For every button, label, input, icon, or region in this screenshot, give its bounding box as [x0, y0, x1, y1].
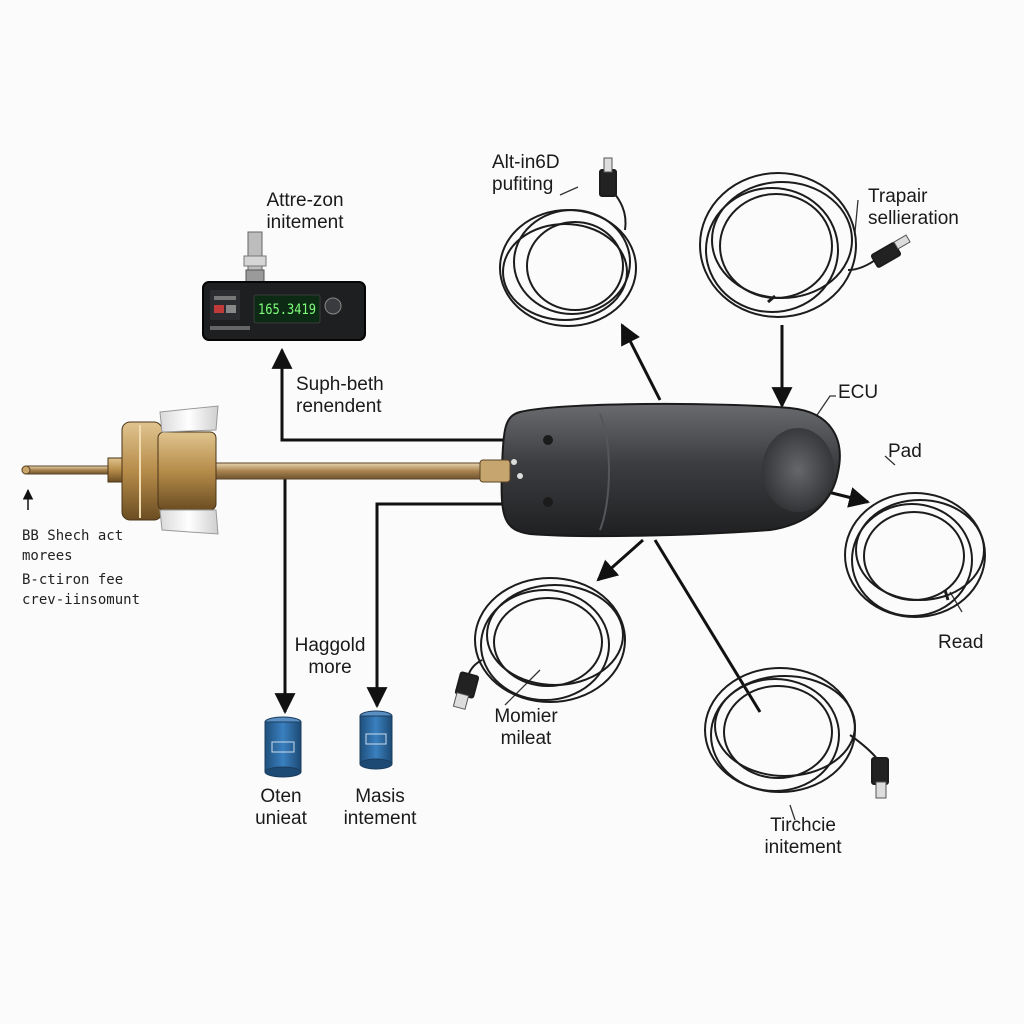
- label-trapair: Trapair sellieration: [868, 186, 959, 230]
- cable-alt-in6d: [499, 157, 637, 327]
- arrow-to-alt-cable: [620, 323, 662, 401]
- meter-display-value: 165.3419: [258, 302, 316, 318]
- label-haggold-line2: more: [308, 657, 352, 678]
- label-pad: Pad: [888, 441, 922, 462]
- injector-assembly: [21, 405, 511, 535]
- label-bb-shech-line2: morees: [22, 548, 73, 564]
- label-attre-zon-line1: Attre-zon: [266, 190, 344, 211]
- label-oten: Oten unieat: [236, 786, 326, 830]
- line-ecu-to-tirchcie: [653, 539, 762, 713]
- label-haggold: Haggold more: [280, 635, 380, 679]
- meter-device: 165.3419: [202, 231, 366, 341]
- label-oten-line2: unieat: [255, 808, 307, 829]
- label-attre-zon: Attre-zon initement: [250, 190, 360, 234]
- label-suph-beth: Suph-beth renendent: [296, 374, 384, 418]
- label-b-ctiron-line1: B-ctiron fee: [22, 572, 124, 588]
- label-tirchcie-line1: Tirchcie: [770, 815, 836, 836]
- capacitor-oten: [264, 716, 302, 778]
- label-oten-line1: Oten: [260, 786, 302, 807]
- label-trapair-line1: Trapair: [868, 186, 928, 207]
- label-masis: Masis intement: [330, 786, 430, 830]
- cable-trapair: [699, 172, 911, 318]
- label-alt-in6d-line2: pufiting: [492, 174, 554, 195]
- label-read: Read: [938, 632, 984, 653]
- label-trapair-line2: sellieration: [868, 208, 959, 229]
- label-masis-line2: intement: [343, 808, 417, 829]
- label-attre-zon-line2: initement: [266, 212, 344, 233]
- label-momier-line1: Momier: [494, 706, 558, 727]
- label-b-ctiron-line2: crev-iinsomunt: [22, 592, 141, 608]
- label-bb-shech: BB Shech act morees: [22, 526, 123, 566]
- label-b-ctiron: B-ctiron fee crev-iinsomunt: [22, 570, 140, 610]
- label-momier: Momier mileat: [476, 706, 576, 750]
- cable-tirchcie: [704, 667, 889, 799]
- cable-read: [844, 492, 986, 618]
- label-tirchcie-line2: initement: [764, 837, 842, 858]
- label-momier-line2: mileat: [500, 728, 552, 749]
- arrow-ecu-to-momier: [596, 538, 644, 582]
- label-ecu: ECU: [838, 382, 879, 403]
- leader-lines: [504, 186, 963, 821]
- label-haggold-line1: Haggold: [294, 635, 366, 656]
- ecu-unit: [500, 402, 841, 538]
- label-tirchcie: Tirchcie initement: [748, 815, 858, 859]
- line-ecu-to-meter: [271, 347, 505, 442]
- label-suph-beth-line1: Suph-beth: [296, 374, 384, 395]
- label-bb-shech-line1: BB Shech act: [22, 528, 124, 544]
- label-alt-in6d-line1: Alt-in6D: [492, 152, 560, 173]
- label-suph-beth-line2: renendent: [296, 396, 382, 417]
- cable-momier: [452, 577, 626, 710]
- label-masis-line1: Masis: [355, 786, 405, 807]
- line-ecu-to-masis: [366, 502, 508, 709]
- label-alt-in6d: Alt-in6D pufiting: [492, 152, 560, 196]
- capacitor-masis: [359, 710, 393, 770]
